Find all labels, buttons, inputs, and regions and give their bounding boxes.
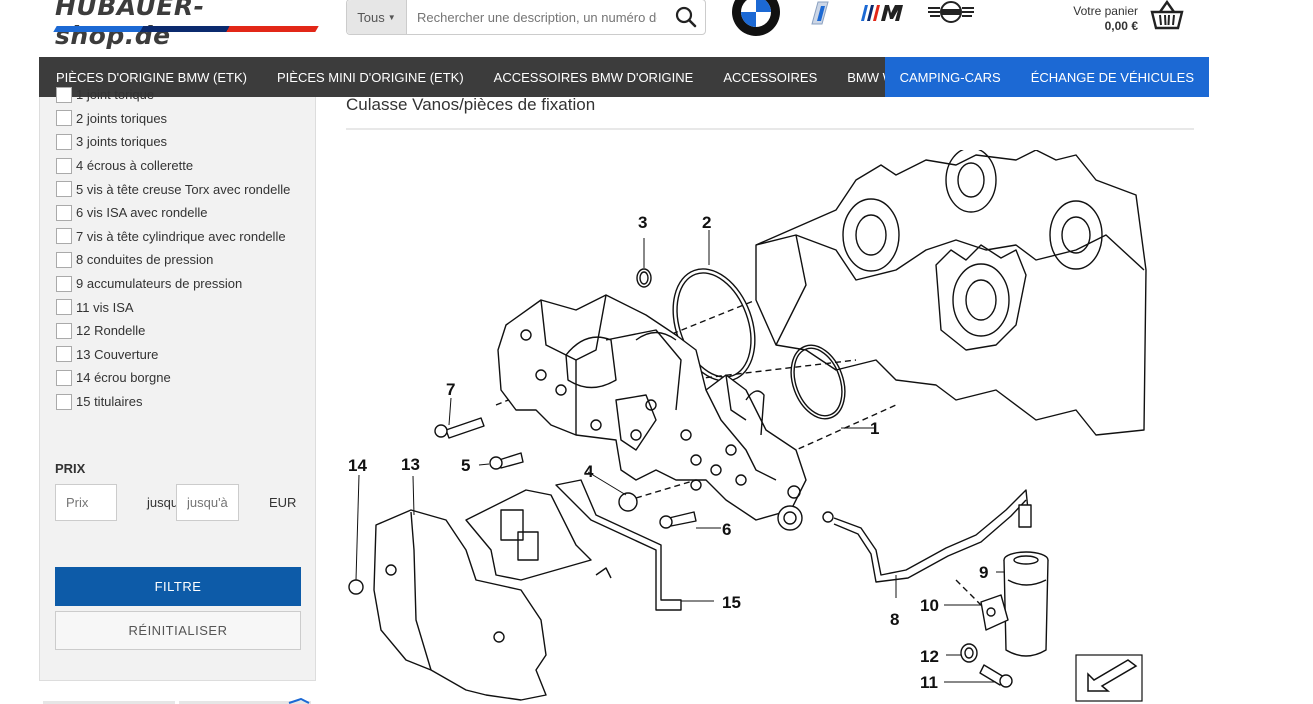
filter-label: 15 titulaires: [76, 394, 143, 410]
search-icon: [675, 6, 697, 28]
callout-14[interactable]: 14: [348, 456, 367, 475]
filter-option[interactable]: 1 joint torique: [56, 83, 290, 107]
filter-option[interactable]: 3 joints toriques: [56, 130, 290, 154]
callout-15[interactable]: 15: [722, 593, 741, 612]
filter-option[interactable]: 12 Rondelle: [56, 319, 290, 343]
filter-checkbox[interactable]: [56, 86, 72, 103]
filter-label: 4 écrous à collerette: [76, 158, 194, 174]
search-input[interactable]: [407, 0, 667, 34]
shop-logo[interactable]: HUBAUER-shop.de: [53, 0, 319, 50]
filter-label: 11 vis ISA: [76, 299, 134, 315]
bmw-i-logo-icon[interactable]: [806, 0, 836, 26]
filter-checkbox[interactable]: [56, 110, 72, 127]
caret-down-icon: ▼: [387, 12, 396, 22]
callout-1[interactable]: 1: [870, 419, 879, 438]
bmw-m-logo-icon[interactable]: [857, 4, 907, 22]
nav-item-vehicle-exchange[interactable]: ÉCHANGE DE VÉHICULES: [1015, 57, 1209, 97]
nav-item-camping-cars[interactable]: CAMPING-CARS: [884, 57, 1016, 97]
price-label: PRIX: [55, 461, 86, 476]
page-title: Culasse Vanos/pièces de fixation: [346, 95, 596, 114]
filter-option[interactable]: 7 vis à tête cylindrique avec rondelle: [56, 225, 290, 249]
title-divider: [346, 128, 1194, 130]
nav-item-bmw-accessories[interactable]: ACCESSOIRES BMW D'ORIGINE: [493, 69, 694, 85]
filter-label: 6 vis ISA avec rondelle: [76, 205, 208, 221]
logo-stripe: [53, 26, 319, 32]
filter-label: 9 accumulateurs de pression: [76, 276, 243, 292]
callout-12[interactable]: 12: [920, 647, 939, 666]
filter-sidebar: 1 joint torique 2 joints toriques 3 joints…: [39, 86, 316, 681]
callout-13[interactable]: 13: [401, 455, 420, 474]
nav-item-mini-etk[interactable]: PIÈCES MINI D'ORIGINE (ETK): [277, 69, 464, 85]
filter-checkbox[interactable]: [56, 393, 72, 410]
cart-summary[interactable]: Votre panier 0,00 €: [1040, 4, 1138, 34]
parts-diagram[interactable]: 1 2 3 4 5 6 7 8 9 10 11 12 13 14 15: [336, 150, 1166, 704]
nav-item-accessories[interactable]: ACCESSOIRES: [723, 69, 818, 85]
mini-logo-icon[interactable]: [926, 0, 976, 26]
filter-label: 1 joint torique: [76, 87, 155, 103]
callout-5[interactable]: 5: [461, 456, 470, 475]
callout-6[interactable]: 6: [722, 520, 731, 539]
price-to-input[interactable]: [176, 484, 239, 521]
basket-icon[interactable]: [1150, 0, 1184, 32]
filter-option[interactable]: 15 titulaires: [56, 390, 290, 414]
filter-label: 3 joints toriques: [76, 134, 168, 150]
filter-option[interactable]: 13 Couverture: [56, 343, 290, 367]
filter-label: 2 joints toriques: [76, 110, 168, 126]
callout-9[interactable]: 9: [979, 563, 988, 582]
header: HUBAUER-shop.de Tous ▼: [0, 0, 1313, 57]
logo-text: HUBAUER-shop.de: [55, 0, 205, 50]
filter-option[interactable]: 6 vis ISA avec rondelle: [56, 201, 290, 225]
orientation-arrow-icon: [1075, 654, 1143, 702]
main-nav: PIÈCES D'ORIGINE BMW (ETK) PIÈCES MINI D…: [39, 57, 1209, 97]
nav-item-bmw-etk[interactable]: PIÈCES D'ORIGINE BMW (ETK): [56, 69, 247, 85]
search-category-label: Tous: [357, 9, 385, 25]
filter-checkbox[interactable]: [56, 346, 72, 363]
callout-4[interactable]: 4: [584, 462, 594, 481]
bmw-logo-icon[interactable]: [731, 0, 781, 38]
cart-label: Votre panier: [1073, 4, 1138, 18]
sidebar-bottom-edge: [43, 698, 311, 704]
callout-10[interactable]: 10: [920, 596, 939, 615]
filter-option[interactable]: 11 vis ISA: [56, 295, 290, 319]
reset-button[interactable]: RÉINITIALISER: [55, 611, 301, 650]
filter-checkbox[interactable]: [56, 322, 72, 339]
callout-7[interactable]: 7: [446, 380, 455, 399]
filter-option[interactable]: 5 vis à tête creuse Torx avec rondelle: [56, 177, 290, 201]
filter-checkbox[interactable]: [56, 181, 72, 198]
filter-label: 7 vis à tête cylindrique avec rondelle: [76, 228, 286, 244]
filter-checkbox[interactable]: [56, 299, 72, 316]
filter-option[interactable]: 8 conduites de pression: [56, 248, 290, 272]
filter-label: 13 Couverture: [76, 346, 159, 362]
filter-label: 14 écrou borgne: [76, 370, 171, 386]
filter-label: 8 conduites de pression: [76, 252, 214, 268]
filter-checkbox[interactable]: [56, 275, 72, 292]
filter-option[interactable]: 9 accumulateurs de pression: [56, 272, 290, 296]
callout-3[interactable]: 3: [638, 213, 647, 232]
filter-option[interactable]: 4 écrous à collerette: [56, 154, 290, 178]
cart-total: 0,00 €: [1104, 19, 1138, 33]
currency-label: EUR: [269, 495, 297, 510]
callout-11[interactable]: 11: [920, 673, 938, 692]
filter-checkbox[interactable]: [56, 228, 72, 245]
callout-8[interactable]: 8: [890, 610, 899, 629]
filter-checkbox[interactable]: [56, 157, 72, 174]
filter-label: 12 Rondelle: [76, 323, 146, 339]
filter-checkbox[interactable]: [56, 369, 72, 386]
search-category-select[interactable]: Tous ▼: [347, 0, 407, 34]
filter-checkbox[interactable]: [56, 133, 72, 150]
filter-label: 5 vis à tête creuse Torx avec rondelle: [76, 181, 291, 197]
filter-checkbox[interactable]: [56, 251, 72, 268]
search-bar: Tous ▼: [346, 0, 706, 35]
filter-list: 1 joint torique 2 joints toriques 3 joints…: [56, 83, 290, 413]
filter-button[interactable]: FILTRE: [55, 567, 301, 606]
nav-highlight-group: CAMPING-CARS ÉCHANGE DE VÉHICULES: [884, 57, 1209, 97]
filter-option[interactable]: 2 joints toriques: [56, 107, 290, 131]
search-button[interactable]: [667, 0, 705, 34]
callout-2[interactable]: 2: [702, 213, 711, 232]
filter-checkbox[interactable]: [56, 204, 72, 221]
price-from-input[interactable]: [55, 484, 117, 521]
filter-option[interactable]: 14 écrou borgne: [56, 366, 290, 390]
